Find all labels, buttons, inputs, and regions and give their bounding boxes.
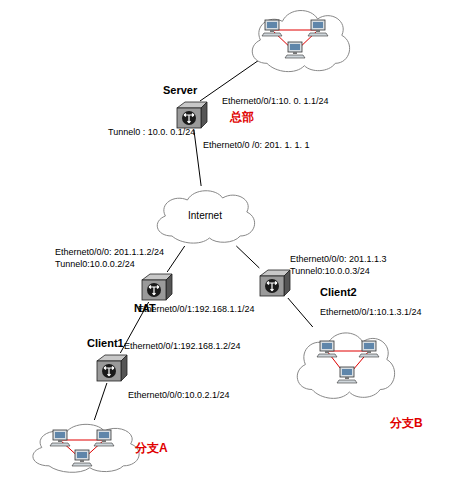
interface-label: Ethernet0/0 /0: 201. 1. 1. 1 [203,140,310,151]
pc-icon [262,20,282,36]
router-icon [140,272,174,302]
node-label: Client1 [87,337,124,350]
node-label: Server [163,84,197,97]
lan-wire [200,58,262,101]
branch-cloud: 分支B [290,327,400,402]
pc-icon [94,430,114,446]
router-node: Server [175,100,209,130]
interface-label: Ethernet0/0/1:192.168.1.1/24 [138,304,255,315]
interface-label: Ethernet0/0/1:10. 0. 1.1/24 [222,96,329,107]
node-label: Internet [150,209,260,222]
network-link [288,298,313,327]
router-icon [258,268,292,298]
pc-icon [50,430,70,446]
interface-label: Ethernet0/0/1:192.168.1.2/24 [124,341,241,352]
interface-label: Ethernet0/0/0: 201.1.1.2/24 [55,247,164,258]
interface-label: Ethernet0/0/1:10.1.3.1/24 [320,307,422,318]
site-label: 总部 [230,110,254,124]
link-line [288,298,313,327]
network-link [167,246,185,272]
interface-label: Ethernet0/0/0:10.0.2.1/24 [128,390,230,401]
lan-cloud [252,11,349,72]
router-node: NAT [140,272,174,302]
pc-icon [359,341,379,357]
router-icon [175,100,209,130]
cloud-shape [290,327,400,402]
link-line [236,246,259,268]
interface-label: Tunnel0 : 10.0. 0.1/24 [108,127,195,138]
branch-cloud: 分支A [25,420,145,475]
interface-label: Tunnel0:10.0.0.2/24 [55,259,135,270]
pc-icon [317,341,337,357]
lan-hosts [25,420,145,475]
link-line [194,130,201,186]
network-link [236,246,259,268]
link-line [94,383,107,420]
interface-label: Tunnel0:10.0.0.3/24 [290,266,370,277]
internet-cloud: Internet [150,186,260,246]
node-label: 分支B [390,417,423,430]
network-link [94,383,107,420]
pc-icon [337,367,357,383]
node-label: Client2 [320,286,357,299]
node-label: 分支A [135,442,168,455]
lan-hosts [290,327,400,402]
router-icon [95,353,129,383]
pc-icon [72,450,92,466]
pc-icon [308,20,328,36]
link-line [167,246,185,272]
router-node: Client1 [95,353,129,383]
network-link [194,130,201,186]
interface-label: Ethernet0/0/0: 201.1.1.3 [290,254,387,265]
pc-icon [285,42,305,58]
router-node: Client2 [258,268,292,298]
cloud-shape [25,420,145,475]
